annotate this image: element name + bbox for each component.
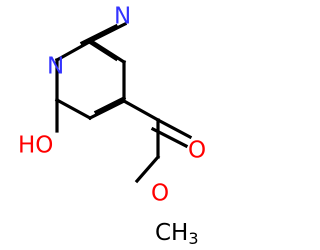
atom-methyl-subscript: 3	[188, 229, 198, 248]
structure-canvas: N N HO O O CH3	[18, 3, 207, 248]
bond-c5-c4	[87, 98, 127, 121]
bond-carbonyl-c-o	[155, 117, 193, 140]
bond-c4-carbonyl-carbon	[121, 98, 161, 123]
atom-ester-oxygen: O	[151, 181, 169, 207]
bond-n3-c2-double	[79, 23, 119, 46]
bond-ester-o-methyl	[134, 154, 161, 184]
atom-n-left: N	[47, 54, 64, 80]
atom-methyl: CH3	[155, 220, 199, 248]
bond-ch-n3-double	[88, 40, 119, 62]
bond-c6-c5	[54, 97, 93, 121]
atom-hydroxyl: HO	[18, 133, 53, 159]
atom-carbonyl-oxygen: O	[188, 138, 206, 164]
bond-c2-n1	[54, 38, 94, 63]
bond-n3-c2	[88, 21, 128, 44]
molecule-structure: N N HO O O CH3	[18, 4, 206, 248]
atom-n-top: N	[114, 4, 131, 30]
bond-c5-c4-double	[93, 95, 127, 115]
bond-ch-n3	[88, 38, 127, 65]
atom-methyl-main: CH	[155, 220, 188, 246]
